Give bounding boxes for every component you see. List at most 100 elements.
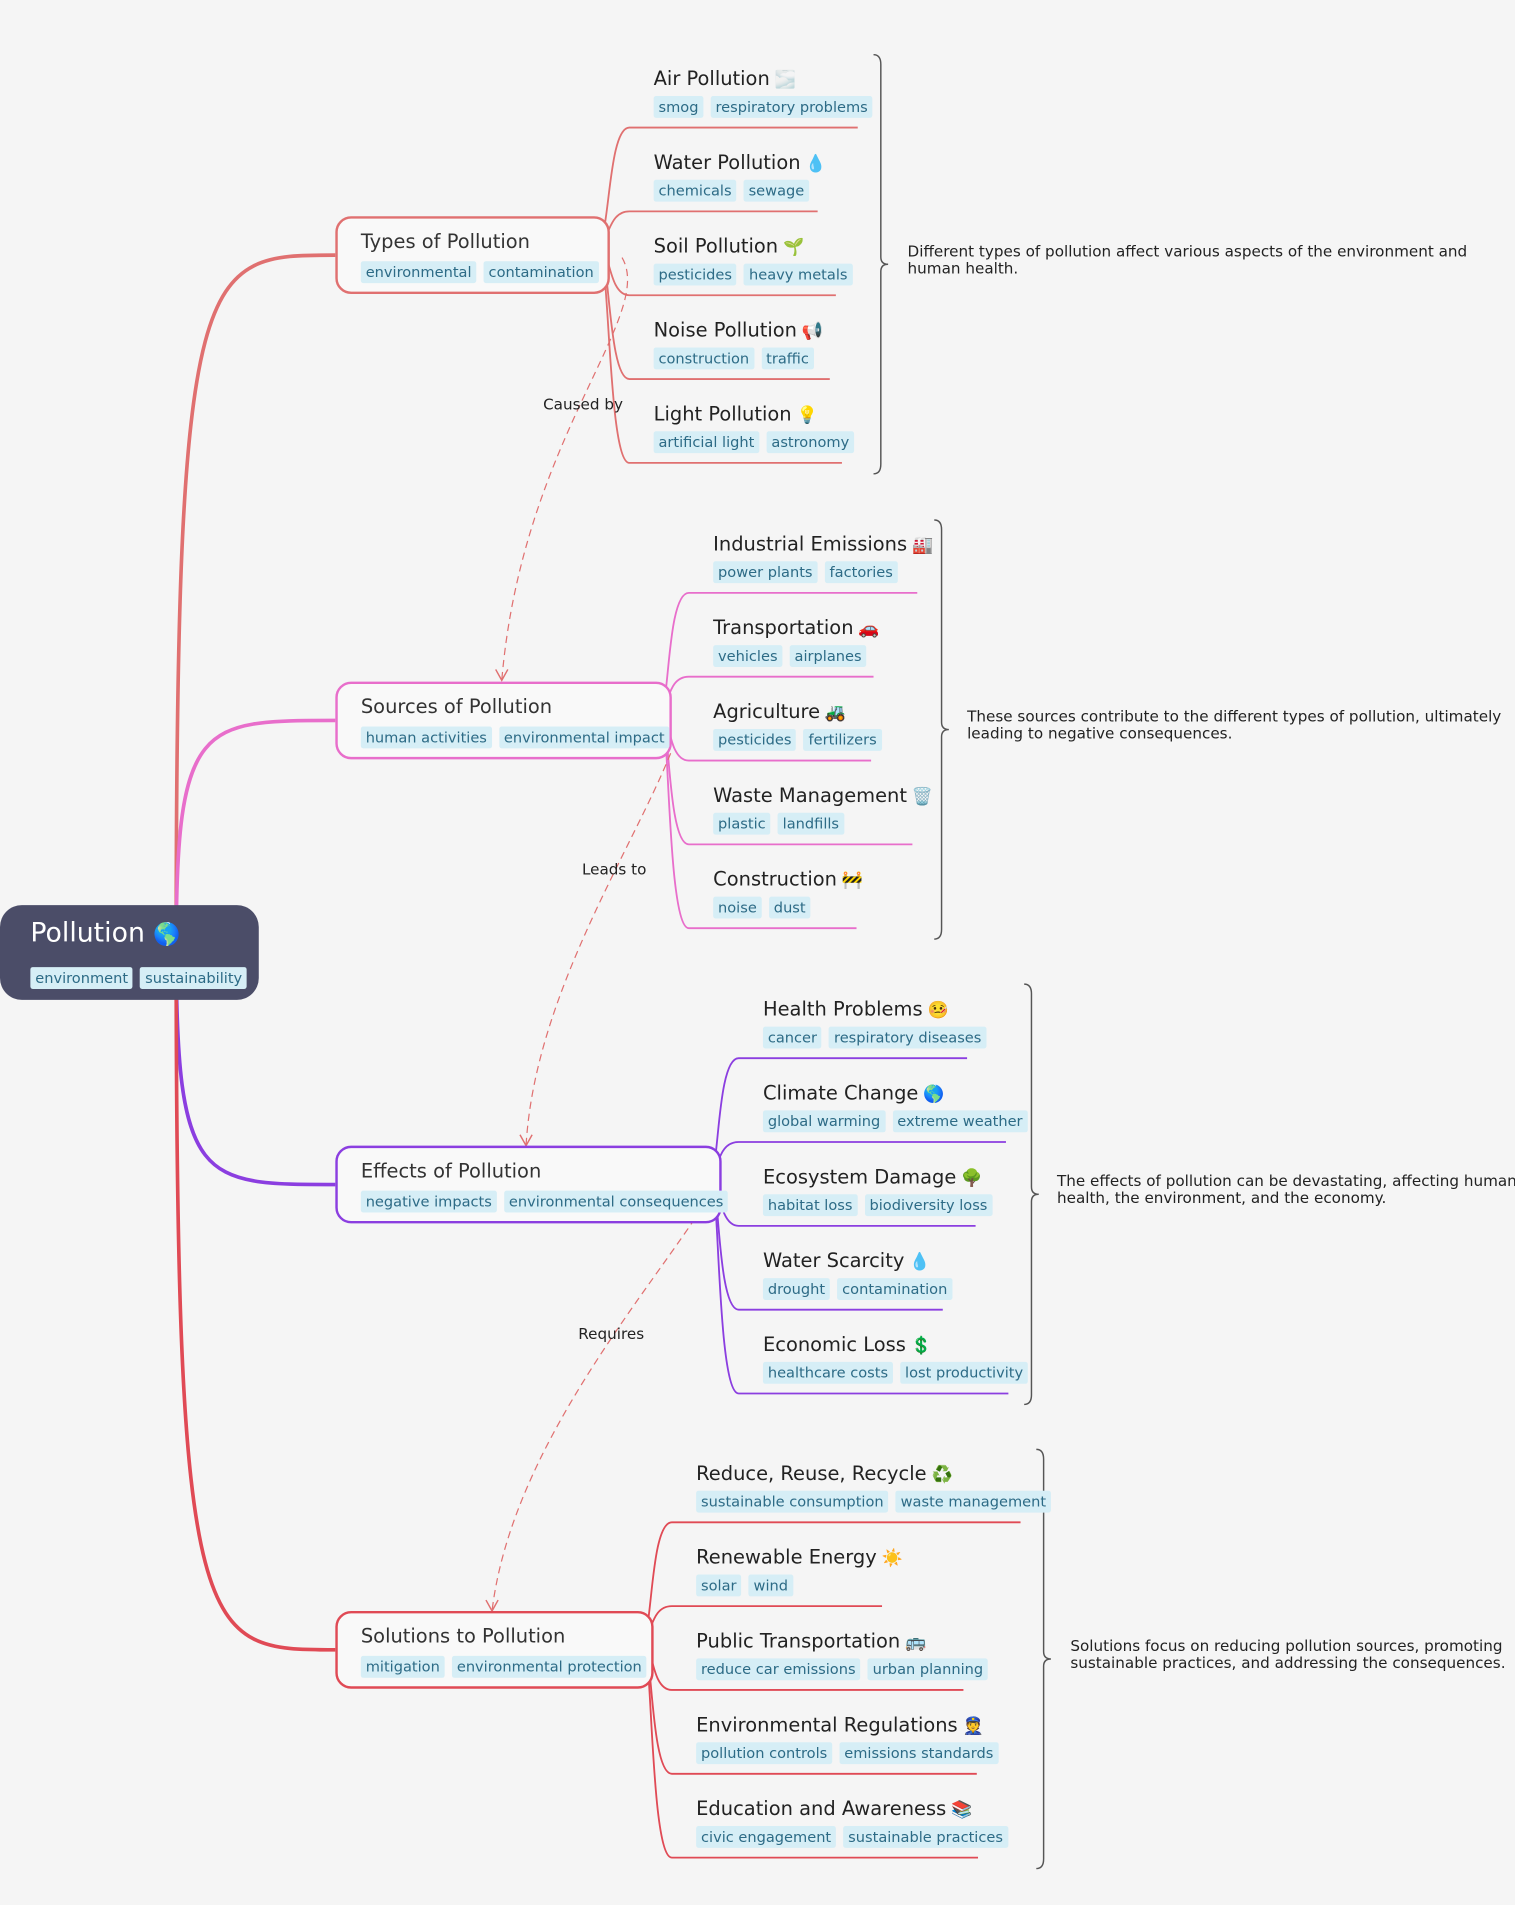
leaf-node[interactable]: Environmental Regulations👮pollution cont… (696, 1713, 999, 1769)
tag[interactable]: pesticides (713, 728, 797, 751)
tag[interactable]: sustainability (140, 967, 248, 989)
tag[interactable]: emissions standards (839, 1742, 999, 1765)
leaf-emoji-icon: 🌫️ (774, 70, 796, 90)
tag[interactable]: human activities (360, 726, 492, 749)
leaf-title: Air Pollution🌫️ (654, 67, 796, 90)
relationship-label[interactable]: Caused by (543, 394, 623, 414)
tag[interactable]: vehicles (713, 645, 783, 667)
tag[interactable]: environmental (360, 261, 477, 284)
tag[interactable]: environment (30, 967, 133, 989)
tag[interactable]: factories (824, 561, 898, 584)
leaf-title: Light Pollution💡 (654, 402, 818, 425)
tag[interactable]: pesticides (653, 263, 737, 286)
tag[interactable]: waste management (895, 1490, 1051, 1513)
leaf-node[interactable]: Public Transportation🚌 reduce car emissio… (696, 1629, 989, 1685)
tag[interactable]: mitigation (360, 1655, 445, 1678)
leaf-node[interactable]: Light Pollution💡 artificial light astronom… (653, 402, 855, 458)
tag[interactable]: chemicals (653, 179, 737, 202)
leaf-emoji-icon: 🏭 (911, 535, 934, 556)
leaf-title: Public Transportation🚌 (696, 1629, 926, 1652)
tag[interactable]: airplanes (789, 645, 867, 667)
relationship-arrow[interactable] (491, 1218, 696, 1612)
relationship-label[interactable]: Requires (578, 1324, 645, 1343)
tag[interactable]: solar (696, 1574, 742, 1597)
tag[interactable]: astronomy (766, 431, 855, 454)
tag[interactable]: contamination (483, 261, 599, 284)
relationship-arrow[interactable] (525, 753, 672, 1146)
tag[interactable]: lost productivity (900, 1361, 1028, 1384)
leaf-tags: power plants factories (713, 561, 898, 584)
tag[interactable]: negative impacts (360, 1190, 497, 1213)
leaf-tags: civic engagement sustainable practices (696, 1826, 1008, 1848)
leaf-tags: pesticides fertilizers (713, 728, 882, 751)
tag[interactable]: reduce car emissions (696, 1658, 861, 1681)
tag[interactable]: environmental protection (451, 1655, 647, 1678)
tag[interactable]: urban planning (867, 1658, 989, 1681)
leaf-title-text: Construction (713, 867, 837, 891)
tag[interactable]: smog (653, 95, 704, 118)
tag[interactable]: noise (713, 896, 762, 919)
tag[interactable]: contamination (837, 1278, 953, 1300)
leaf-tags: cancer respiratory diseases (762, 1026, 987, 1049)
tag[interactable]: plastic (713, 812, 771, 835)
tag[interactable]: power plants (713, 561, 818, 584)
tag[interactable]: traffic (761, 347, 814, 370)
leaf-node[interactable]: Air Pollution🌫️ smog respiratory problems (653, 67, 873, 123)
tag[interactable]: environmental impact (499, 726, 670, 749)
tag[interactable]: dust (768, 896, 811, 919)
tag[interactable]: biodiversity loss (864, 1194, 993, 1217)
arrowhead-icon (495, 669, 509, 682)
leaf-node[interactable]: Education and Awareness📚civic engagement… (696, 1796, 1008, 1853)
leaf-title: Climate Change🌎 (763, 1081, 944, 1104)
tag[interactable]: sustainable consumption (696, 1490, 889, 1513)
tag[interactable]: sustainable practices (843, 1826, 1008, 1848)
tag[interactable]: respiratory diseases (829, 1026, 987, 1049)
leaf-node[interactable]: Climate Change🌎 global warming extreme wea… (762, 1081, 1028, 1137)
tag[interactable]: habitat loss (762, 1194, 858, 1217)
tag[interactable]: wind (748, 1574, 793, 1597)
tag[interactable]: sewage (743, 179, 810, 202)
leaf-tags: construction traffic (653, 347, 814, 370)
summary-text[interactable]: Solutions focus on reducing pollution so… (1070, 1636, 1506, 1672)
tag[interactable]: environmental consequences (504, 1190, 729, 1213)
leaf-title-text: Climate Change (762, 1081, 919, 1105)
tag[interactable]: landfills (777, 812, 844, 835)
summary-text[interactable]: The effects of pollution can be devastat… (1056, 1171, 1515, 1207)
tag[interactable]: healthcare costs (762, 1361, 893, 1384)
tag[interactable]: extreme weather (892, 1110, 1028, 1133)
leaf-title-text: Education and Awareness (696, 1796, 947, 1820)
summary-text[interactable]: These sources contribute to the differen… (967, 707, 1502, 743)
tag[interactable]: fertilizers (803, 728, 882, 751)
relationship-label[interactable]: Leads to (581, 860, 647, 879)
tag[interactable]: heavy metals (744, 263, 853, 286)
root-node[interactable]: Pollution 🌎 environment sustainability (0, 905, 259, 1000)
tag[interactable]: pollution controls (696, 1742, 833, 1765)
tag[interactable]: global warming (762, 1110, 886, 1133)
tag[interactable]: cancer (762, 1026, 822, 1049)
tag[interactable]: drought (762, 1278, 830, 1300)
leaf-node[interactable]: Reduce, Reuse, Recycle♻️sustainable cons… (696, 1462, 1051, 1518)
tag[interactable]: civic engagement (696, 1826, 837, 1848)
tag[interactable]: artificial light (653, 431, 760, 454)
tag[interactable]: construction (653, 347, 755, 370)
tag[interactable]: respiratory problems (710, 95, 873, 118)
relationship-arrow[interactable] (501, 257, 629, 681)
summary-text[interactable]: Different types of pollution affect vari… (907, 241, 1468, 278)
